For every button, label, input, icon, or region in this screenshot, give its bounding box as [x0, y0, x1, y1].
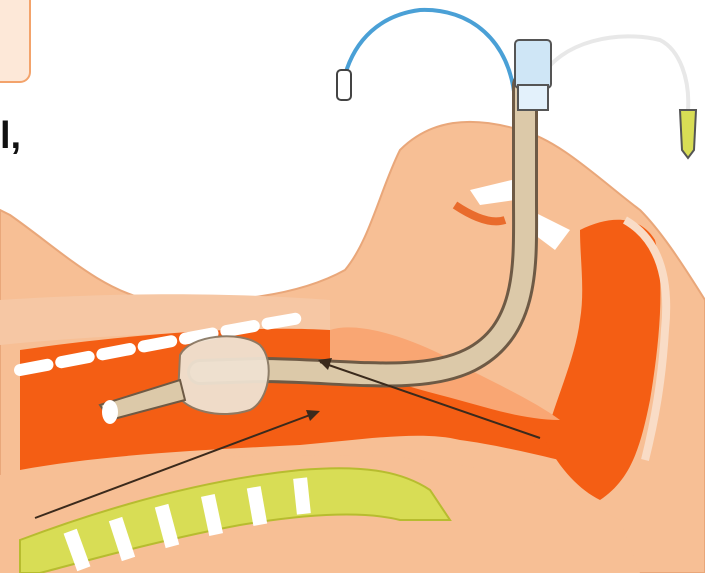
pilot-line-white	[540, 36, 688, 110]
tube-connector	[515, 40, 551, 88]
tube-cuff	[178, 336, 269, 414]
pilot-connector-blue	[337, 70, 351, 100]
fragment-text: l,	[0, 115, 21, 158]
tube-tip-opening	[102, 400, 118, 424]
pilot-balloon	[680, 110, 696, 158]
label-box	[0, 0, 30, 82]
tube-connector-neck	[518, 85, 548, 110]
